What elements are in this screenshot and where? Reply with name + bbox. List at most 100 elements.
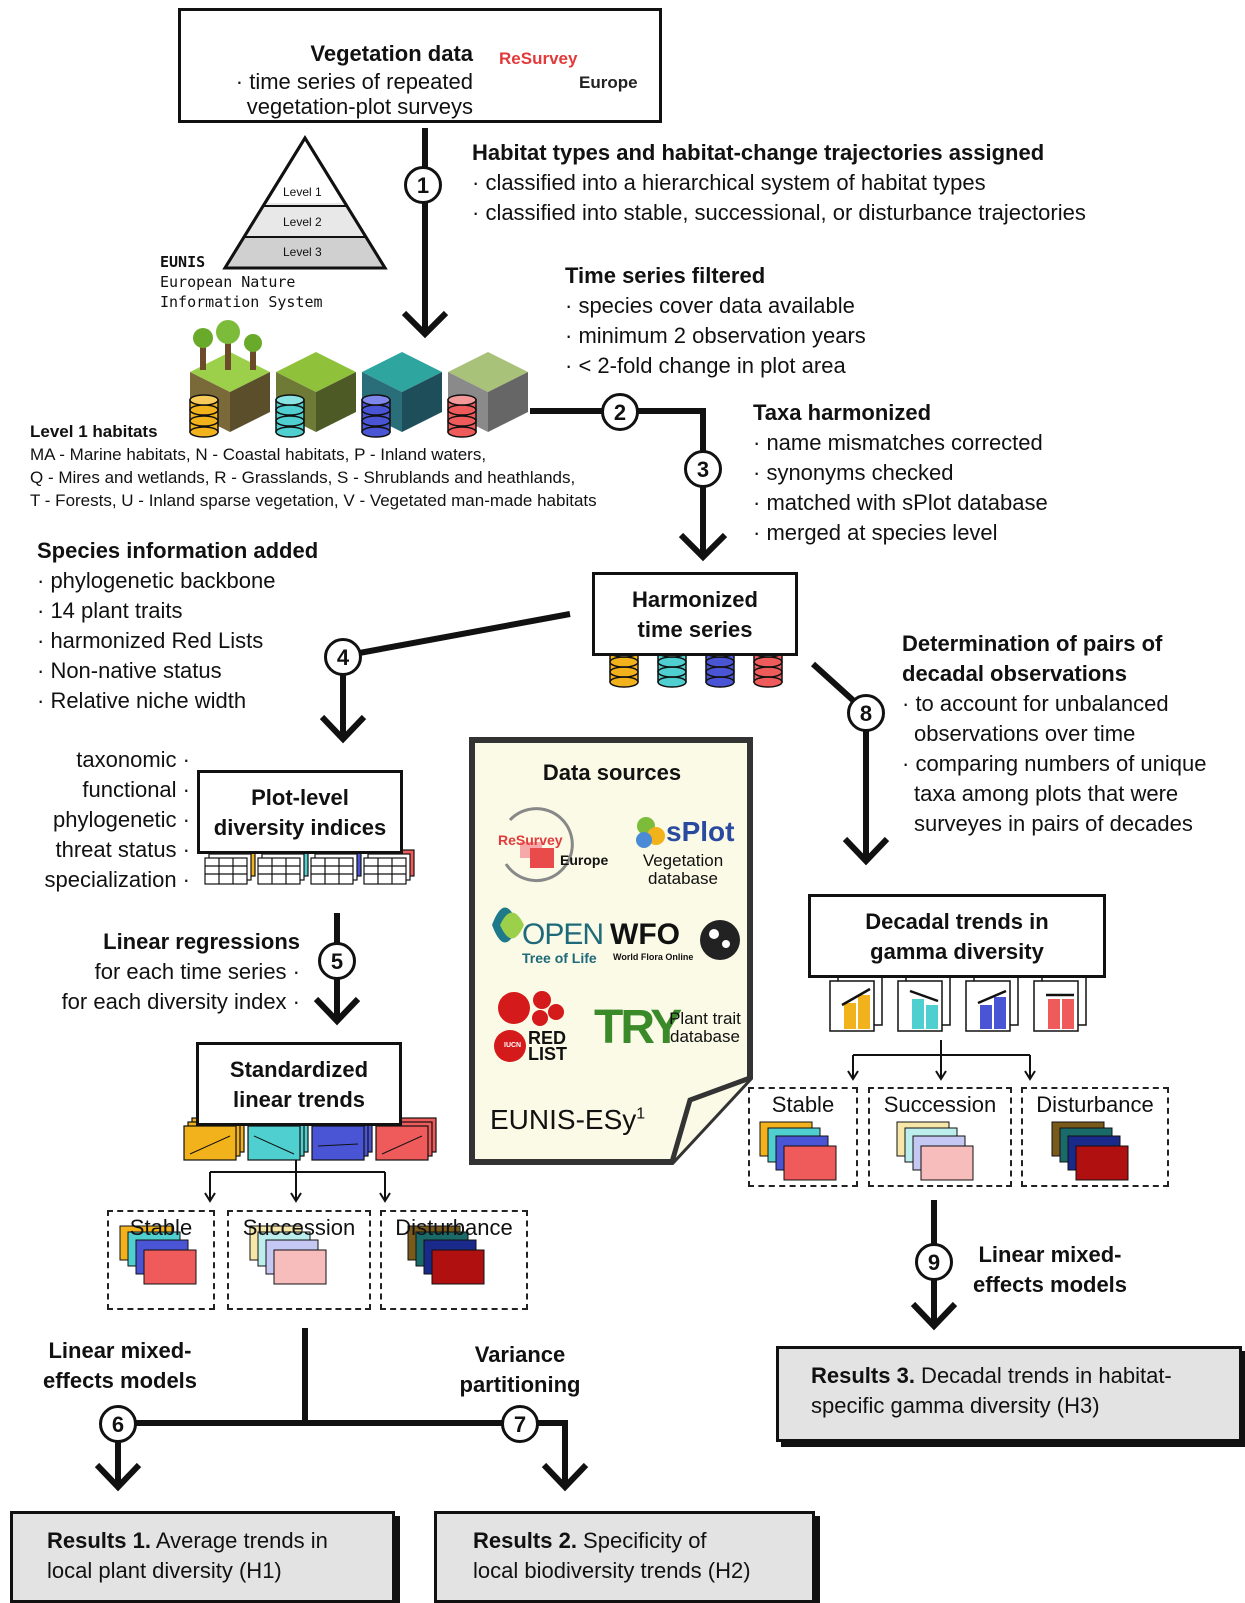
ds-splot-line-1: Vegetation xyxy=(642,851,724,870)
vegetation-data-line-1: · time series of repeated xyxy=(235,69,473,94)
resurvey-logo-text: ReSurvey xyxy=(499,49,578,68)
step-7-circle: 7 xyxy=(501,1405,539,1443)
disturbance-category-left: Disturbance xyxy=(380,1210,528,1310)
step-6-circle: 6 xyxy=(99,1405,137,1443)
succession-cards-left xyxy=(249,1225,327,1285)
step-8-title-2: decadal observations xyxy=(902,661,1127,686)
resurvey-logo-sub: Europe xyxy=(579,73,638,92)
results-2-bold: Results 2. xyxy=(473,1528,577,1553)
habitat-blocks-icon xyxy=(190,320,528,432)
step-4-title: Species information added xyxy=(37,538,319,563)
step-6-title-2: effects models xyxy=(42,1368,198,1393)
results-1-box: Results 1. Average trends in local plant… xyxy=(10,1511,395,1603)
succession-label-right: Succession xyxy=(883,1092,997,1117)
filter-title: Time series filtered xyxy=(565,263,766,288)
diversity-index-threat: threat status · xyxy=(55,837,190,862)
eunis-label: EUNIS European Nature Information System xyxy=(160,252,323,312)
diversity-index-taxonomic: taxonomic · xyxy=(76,747,190,772)
diversity-index-specialization: specialization · xyxy=(44,867,190,892)
ds-try-text: TRY xyxy=(594,1001,682,1054)
ds-try-line-2: database xyxy=(670,1027,740,1046)
plot-level-line-1: Plot-level xyxy=(251,785,349,810)
step-8-line-2: observations over time xyxy=(914,721,1136,746)
plot-level-line-2: diversity indices xyxy=(213,815,387,840)
harmonized-line-1: Harmonized xyxy=(632,587,758,612)
arrow-step-4 xyxy=(319,611,571,744)
ds-eunis-esy-sup: 1 xyxy=(636,1105,646,1123)
ds-wfo-text: WFO xyxy=(610,918,680,951)
ds-resurvey-text: ReSurvey xyxy=(498,832,563,848)
step-4-line-3: · harmonized Red Lists xyxy=(37,628,264,653)
pyramid-level-2: Level 2 xyxy=(283,215,322,229)
results-2-text: Specificity of xyxy=(576,1528,707,1553)
arrow-step-2-3 xyxy=(530,408,728,562)
ds-splot-caption: Vegetation database xyxy=(628,852,738,888)
harmonized-time-series-box: Harmonized time series xyxy=(592,572,798,656)
results-3-line-2: specific gamma diversity (H3) xyxy=(811,1393,1100,1418)
step-5-line-1: for each time series · xyxy=(94,959,300,984)
standardized-line-2: linear trends xyxy=(232,1087,366,1112)
diversity-index-functional: functional · xyxy=(82,777,190,802)
step-2-circle: 2 xyxy=(601,393,639,431)
level1-habitats-title: Level 1 habitats xyxy=(30,422,158,441)
step-5-circle: 5 xyxy=(318,942,356,980)
step-4-line-2: · 14 plant traits xyxy=(37,598,183,623)
ds-wfo-sub: World Flora Online xyxy=(613,952,694,962)
stable-category-right: Stable xyxy=(748,1087,858,1187)
step-8-text: Determination of pairs of decadal observ… xyxy=(902,629,1207,839)
step-8-circle: 8 xyxy=(847,694,885,732)
step-4-text: Species information added · phylogenetic… xyxy=(37,536,318,716)
vegetation-data-title: Vegetation data xyxy=(310,41,473,66)
step-4-line-4: · Non-native status xyxy=(37,658,222,683)
step-6-title-1: Linear mixed- xyxy=(48,1338,192,1363)
step-9-title-1: Linear mixed- xyxy=(978,1242,1122,1267)
step-1-circle: 1 xyxy=(404,166,442,204)
open-tree-of-life-logo-icon xyxy=(492,907,524,943)
step-3-circle: 3 xyxy=(684,450,722,488)
step-3-text: Taxa harmonized · name mismatches correc… xyxy=(753,398,1048,548)
ds-splot-line-2: database xyxy=(648,869,718,888)
ds-try-caption: Plant trait database xyxy=(660,1010,750,1046)
step-8-line-5: surveyes in pairs of decades xyxy=(914,811,1193,836)
step-4-line-5: · Relative niche width xyxy=(37,688,247,713)
diversity-index-phylogenetic: phylogenetic · xyxy=(53,807,190,832)
standardized-line-1: Standardized xyxy=(229,1057,369,1082)
level1-habitats-text: Level 1 habitats MA - Marine habitats, N… xyxy=(30,420,597,512)
results-2-box: Results 2. Specificity of local biodiver… xyxy=(434,1511,815,1603)
splot-logo-icon xyxy=(636,817,665,848)
step-4-line-1: · phylogenetic backbone xyxy=(37,568,276,593)
pyramid-level-3: Level 3 xyxy=(283,245,322,259)
decadal-trends-box: Decadal trends in gamma diversity xyxy=(808,894,1106,978)
vegetation-data-text: Vegetation data · time series of repeate… xyxy=(236,39,473,119)
ds-otol-sub: Tree of Life xyxy=(522,950,597,966)
branch-arrows-left xyxy=(204,1157,391,1203)
step-8-line-1: · to account for unbalanced xyxy=(902,691,1169,716)
standardized-trends-box: Standardized linear trends xyxy=(196,1042,402,1126)
eunis-subtitle-1: European Nature xyxy=(160,273,296,291)
ds-redlist-main: RED xyxy=(528,1028,567,1048)
step-6-text: Linear mixed- effects models xyxy=(25,1336,215,1396)
vegetation-data-box: Vegetation data · time series of repeate… xyxy=(178,8,662,123)
ds-eunis-esy: EUNIS-ESy1 xyxy=(490,1104,645,1136)
decadal-line-1: Decadal trends in xyxy=(865,909,1049,934)
stable-label-left: Stable xyxy=(129,1215,193,1240)
ds-splot-text: sPlot xyxy=(666,816,735,847)
disturbance-category-right: Disturbance xyxy=(1021,1087,1169,1187)
step-8-line-4: taxa among plots that were xyxy=(914,781,1179,806)
ds-redlist-sub: LIST xyxy=(528,1044,567,1064)
step-4-circle: 4 xyxy=(324,638,362,676)
step-1-text: Habitat types and habitat-change traject… xyxy=(472,138,1086,228)
level1-habitats-line-2: Q - Mires and wetlands, R - Grasslands, … xyxy=(30,468,576,487)
step-3-line-4: · merged at species level xyxy=(753,520,998,545)
ds-iucn-badge: IUCN xyxy=(504,1042,522,1049)
filter-line-2: · minimum 2 observation years xyxy=(565,323,866,348)
step-8-line-3: · comparing numbers of unique xyxy=(902,751,1207,776)
step-3-line-3: · matched with sPlot database xyxy=(753,490,1048,515)
step-3-title: Taxa harmonized xyxy=(753,400,932,425)
decadal-bar-cards-icon xyxy=(829,974,1087,1032)
arrow-step-6-7 xyxy=(94,1328,589,1492)
step-7-title-2: partitioning xyxy=(459,1372,581,1397)
step-3-line-2: · synonyms checked xyxy=(753,460,954,485)
vegetation-data-line-2: vegetation-plot surveys xyxy=(246,94,473,119)
